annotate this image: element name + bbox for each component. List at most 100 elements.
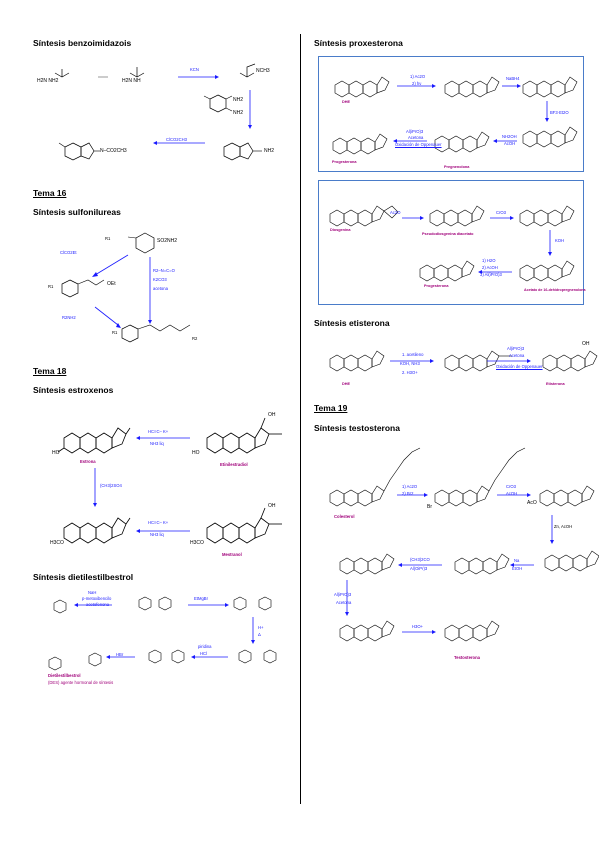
- reagent-h-plus: H+: [258, 625, 264, 630]
- formula-oet: OEt: [107, 281, 116, 287]
- reagent-acetona: acetona: [153, 286, 168, 291]
- compound-dhe-etis: DHE: [342, 382, 351, 386]
- reagent-etmgbr: EtMgBr: [194, 596, 208, 601]
- reagent-acoh-t: AcOH: [506, 491, 518, 496]
- reagent-acetilide-2: HC≡C– K+: [148, 520, 169, 525]
- reagent-hbr: HBr: [116, 652, 124, 657]
- reagent-acetona-etis: Acetona: [509, 353, 525, 358]
- reagent-na: Na: [514, 558, 520, 563]
- heading-estroxenos: Síntesis estroxenos: [33, 385, 114, 395]
- formula-diamine-1: NH2: [233, 97, 244, 103]
- reagent-dimethylsulfate: (CH3)2SO4: [100, 483, 122, 488]
- compound-pregnenolona: Pregnenolona: [444, 165, 470, 169]
- reagent-oppenauer-b1: Oxidación de Oppenauer: [395, 142, 442, 147]
- compound-acetato: Acetato de 16-dehidropregnenolona: [524, 288, 586, 292]
- reagent-aliopr-t: Al(iPrO)3: [334, 592, 352, 597]
- reagent-cro3: CrO3: [496, 210, 507, 215]
- reagent-koh-nh3: KOH, NH3: [400, 361, 420, 366]
- reagent-nabh4: NaBH4: [506, 76, 520, 81]
- reagent-hcl: HCl: [200, 651, 207, 656]
- reagent-cro3-t: CrO3: [506, 484, 517, 489]
- scheme-estroxenos: [57, 417, 282, 544]
- reagent-koh: KOH: [555, 238, 565, 243]
- heading-proxesterona: Síntesis proxesterona: [314, 38, 403, 48]
- scheme-etisterona: [329, 350, 598, 372]
- reagent-ac2o: 1) Ac2O: [410, 74, 426, 79]
- scheme-box-1: [318, 56, 584, 172]
- formula-oh-etis: OH: [582, 341, 590, 347]
- formula-br: Br: [427, 504, 432, 510]
- formula-urea: H2N NH2: [37, 78, 59, 84]
- compound-dhe-b1: DHE: [342, 100, 351, 104]
- reagent-aloipr: Al(OiPr)3: [410, 566, 428, 571]
- reagent-k2co3: K2CO3: [153, 277, 167, 282]
- reagent-acetona-b1: Acetona: [408, 135, 424, 140]
- formula-r1-mid: R1: [48, 284, 54, 289]
- column-divider: [300, 34, 301, 804]
- reagent-r2nh2: R2NH2: [62, 315, 76, 320]
- formula-carbamate: N–CO2CH3: [100, 148, 127, 154]
- compound-pseudodiosgenina: Pseudodiosgenina diacetato: [422, 232, 474, 236]
- heading-etisterona: Síntesis etisterona: [314, 318, 390, 328]
- reagent-ac2o-b2: Ac2O: [390, 210, 401, 215]
- reagent-p-metoxibencilo: p-metoxibencilo: [82, 596, 112, 601]
- compound-testosterona: Testosterona: [454, 655, 480, 660]
- compound-dietilestilbestrol: Dietilestilbestrol: [48, 673, 81, 678]
- reagent-h3o-1: 2. H3O+: [402, 370, 418, 375]
- formula-diamine-2: NH2: [233, 110, 244, 116]
- formula-ho: HO: [52, 450, 60, 456]
- reagent-nh3-1: NH3 liq: [150, 441, 164, 446]
- scheme-benzoimidazois: [54, 63, 262, 161]
- reagent-zn-acoh: Zn, AcOH: [554, 524, 573, 529]
- compound-progesterona-b1: Progesterona: [332, 160, 357, 164]
- scheme-box-2: [318, 180, 584, 305]
- formula-thiourea: H2N NH: [122, 78, 141, 84]
- reagent-delta: Δ: [258, 632, 261, 637]
- reagent-clco2et: ClCO2Et: [60, 250, 77, 255]
- reagent-h2o: 1) H2O: [482, 258, 496, 263]
- compound-progesterona-b2: Progesterona: [424, 284, 449, 288]
- formula-sulfonamide: SO2NH2: [157, 238, 178, 244]
- scheme-dietilestilbestrol: [48, 596, 277, 671]
- heading-tema-19: Tema 19: [314, 403, 348, 413]
- reagent-acetona-t: Acetona: [336, 600, 352, 605]
- reagent-isocyanate: R2–N=C=O: [153, 268, 175, 273]
- formula-meo-1: H3CO: [50, 540, 64, 546]
- compound-diosgenina: Diosgenina: [330, 228, 351, 232]
- heading-dietilestilbestrol: Síntesis dietilestilbestrol: [33, 572, 134, 582]
- formula-r2-bottom: R2: [192, 336, 198, 341]
- reagent-kcn: KCN: [190, 67, 199, 72]
- reagent-etoh: EtOH: [512, 566, 523, 571]
- reagent-aliopr-etis: Al(iPrO)3: [507, 346, 525, 351]
- heading-tema-16: Tema 16: [33, 188, 67, 198]
- reagent-aliopr: Al(iPrO)3: [406, 129, 424, 134]
- heading-testosterona: Síntesis testosterona: [314, 423, 400, 433]
- reagent-oppenauer-etis: Oxidación de Oppenauer: [496, 364, 543, 369]
- formula-amino: NH2: [264, 148, 275, 154]
- compound-etisterona: Etisterona: [546, 382, 565, 386]
- reagent-hv: 2) hν: [412, 81, 422, 86]
- reagent-acoh-b2: 2) AcOH: [482, 265, 498, 270]
- reagent-ac2o-t: 1) Ac2O: [402, 484, 418, 489]
- reagent-acetone-oipr: (CH3)2CO: [410, 557, 430, 562]
- formula-meo-2: H3CO: [190, 540, 204, 546]
- reagent-bf3: BF3·Et2O: [550, 110, 569, 115]
- compound-colesterol: Colesterol: [334, 514, 355, 519]
- reagent-nh3-2: NH3 liq: [150, 532, 164, 537]
- reagent-nh2oh: NH2OH: [502, 134, 517, 139]
- reagent-h3o-t: H3O+: [412, 624, 424, 629]
- reagent-br2: 2) Br2: [402, 491, 414, 496]
- reagent-aliopr-b2: 3) Al(iPrO)3: [480, 272, 502, 277]
- scheme-progesterona-2: [329, 205, 575, 282]
- compound-note: (DES) agente hormonal de síntesis: [48, 680, 114, 685]
- formula-isothiourea: NCH3: [256, 68, 270, 74]
- reagent-acetofenona: acetofenona: [86, 602, 110, 607]
- scheme-testosterona: [329, 447, 599, 642]
- compound-estrona: Estrona: [80, 459, 96, 464]
- formula-r1-bottom: R1: [112, 330, 118, 335]
- heading-sulfonilureas: Síntesis sulfonilureas: [33, 207, 121, 217]
- reagent-nah: NaH: [88, 590, 97, 595]
- formula-oh-1: OH: [268, 412, 276, 418]
- formula-ho-2: HO: [192, 450, 200, 456]
- reagent-acetilide-1: HC≡C– K+: [148, 429, 169, 434]
